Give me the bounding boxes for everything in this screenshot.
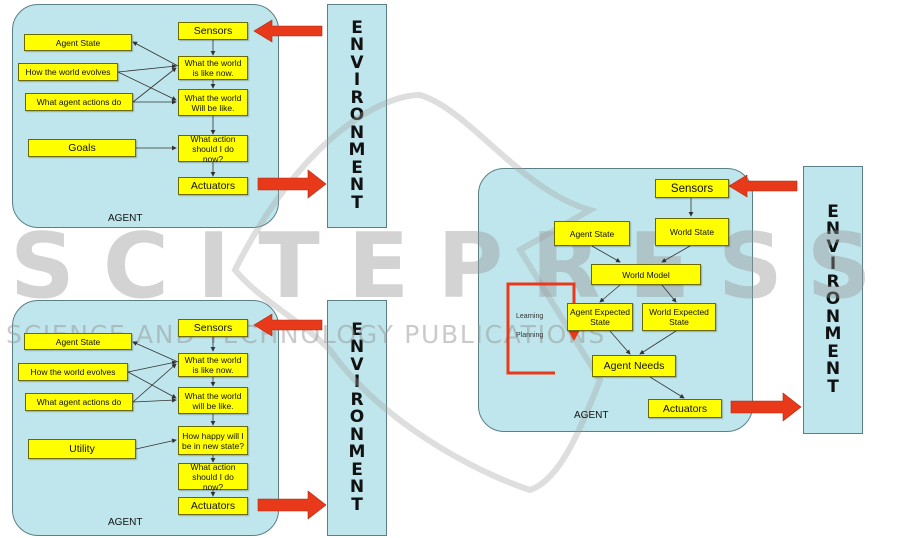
d1-action-should-box: What action should I do now? (178, 134, 248, 164)
d3-sensors-box: Sensors (655, 179, 729, 198)
d1-world-now-box: What the world is like now. (178, 56, 248, 80)
d2-actuators-box: Actuators (178, 497, 248, 515)
d2-agent-state-box: Agent State (24, 333, 132, 350)
d3-agent-expected-box: Agent Expected State (567, 303, 633, 331)
d3-world-state-box: World State (655, 218, 729, 246)
d3-learning-label: Learning (516, 313, 544, 320)
d3-agent-label: AGENT (574, 410, 609, 421)
d3-agent-state-box: Agent State (554, 221, 630, 246)
d2-how-happy-box: How happy will I be in new state? (178, 426, 248, 455)
d1-agent-label: AGENT (108, 213, 143, 224)
d3-world-model-box: World Model (591, 264, 701, 285)
d2-world-now-box: What the world is like now. (178, 353, 248, 377)
agent-panel-needs-based (478, 168, 753, 432)
d1-actuators-box: Actuators (178, 177, 248, 195)
d1-agent-state-box: Agent State (24, 34, 132, 51)
d3-actuators-box: Actuators (648, 399, 722, 418)
d2-sensors-box: Sensors (178, 319, 248, 337)
d3-world-expected-box: World Expected State (642, 303, 716, 331)
d1-actions-do-box: What agent actions do (25, 93, 133, 111)
d1-world-evolves-box: How the world evolves (18, 63, 118, 81)
d1-world-will-box: What the world Will be like. (178, 89, 248, 116)
d1-goals-box: Goals (28, 139, 136, 157)
d2-actions-do-box: What agent actions do (25, 393, 133, 411)
d2-world-evolves-box: How the world evolves (18, 363, 128, 381)
d2-agent-label: AGENT (108, 517, 143, 528)
d2-action-should-box: What action should I do now? (178, 462, 248, 492)
d2-world-will-box: What the world will be like. (178, 387, 248, 414)
d3-planning-label: Planning (516, 332, 544, 339)
d1-sensors-box: Sensors (178, 22, 248, 40)
d3-agent-needs-box: Agent Needs (592, 355, 676, 377)
d2-utility-box: Utility (28, 439, 136, 459)
